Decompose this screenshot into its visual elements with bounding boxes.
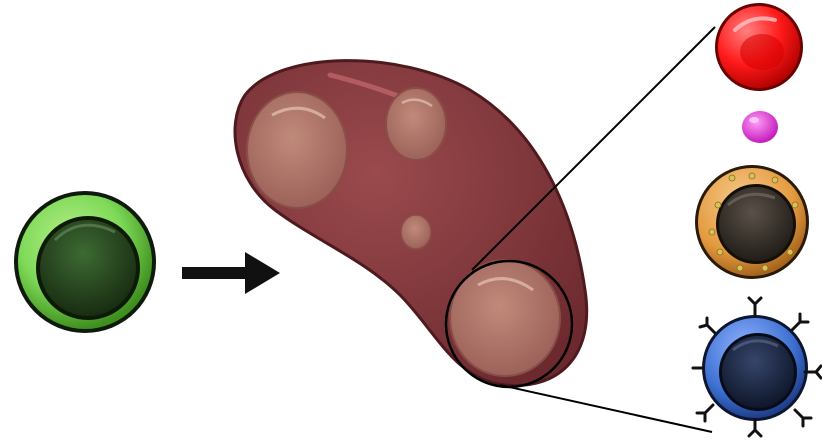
spleen-organ-icon (235, 61, 587, 386)
platelet-icon (742, 111, 778, 143)
lymphocyte-icon (693, 298, 821, 436)
spleen-nodule-large (247, 92, 347, 208)
spleen-nodule-medium (386, 88, 446, 160)
spleen-nodule-small (401, 215, 431, 249)
green-stem-cell-icon (14, 191, 156, 333)
erythrocyte-icon (715, 3, 803, 91)
granulocyte-icon (695, 165, 809, 279)
differentiation-arrow (182, 252, 280, 294)
